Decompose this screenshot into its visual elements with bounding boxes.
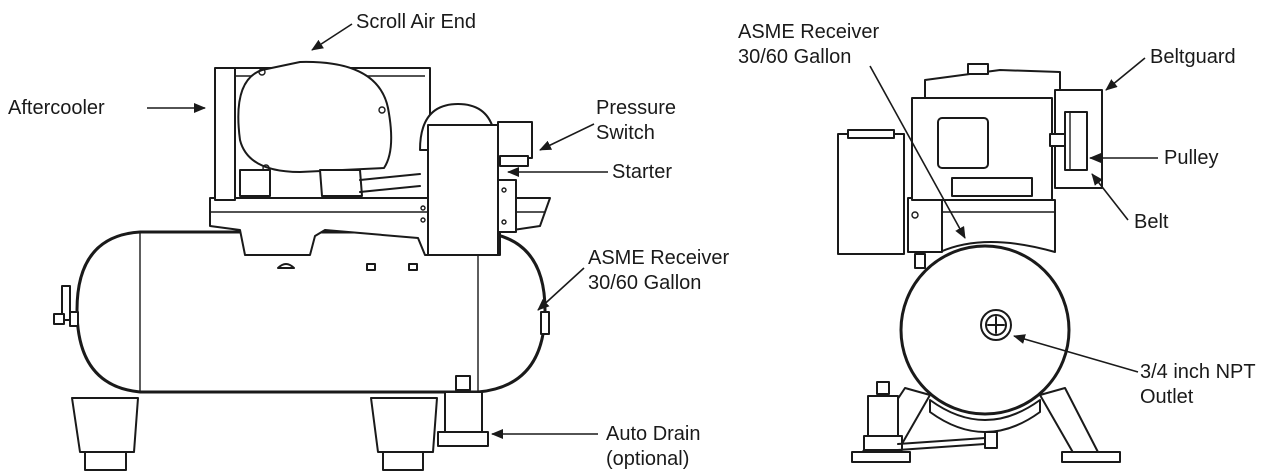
- label-pressure-switch-line1: Pressure: [596, 97, 677, 119]
- left-compressor-illustration: [53, 60, 551, 471]
- right-compressor-illustration: [837, 63, 1121, 463]
- label-pressure-switch-line2: Switch: [596, 122, 655, 144]
- label-right-receiver-line1: ASME Receiver: [738, 21, 880, 43]
- label-left-receiver-line2: 30/60 Gallon: [588, 272, 702, 294]
- label-starter: Starter: [612, 161, 673, 183]
- leader-lines: [147, 23, 1158, 439]
- label-auto-drain-line1: Auto Drain: [606, 423, 701, 445]
- label-auto-drain-line2: (optional): [606, 448, 690, 470]
- label-outlet-line1: 3/4 inch NPT: [1140, 361, 1256, 383]
- label-scroll-air-end: Scroll Air End: [356, 11, 477, 33]
- label-right-receiver-line2: 30/60 Gallon: [738, 46, 852, 68]
- label-beltguard: Beltguard: [1150, 46, 1236, 68]
- label-belt: Belt: [1134, 211, 1169, 233]
- label-pulley: Pulley: [1164, 147, 1219, 169]
- label-outlet-line2: Outlet: [1140, 386, 1194, 408]
- label-left-receiver-line1: ASME Receiver: [588, 247, 730, 269]
- label-aftercooler: Aftercooler: [8, 97, 105, 119]
